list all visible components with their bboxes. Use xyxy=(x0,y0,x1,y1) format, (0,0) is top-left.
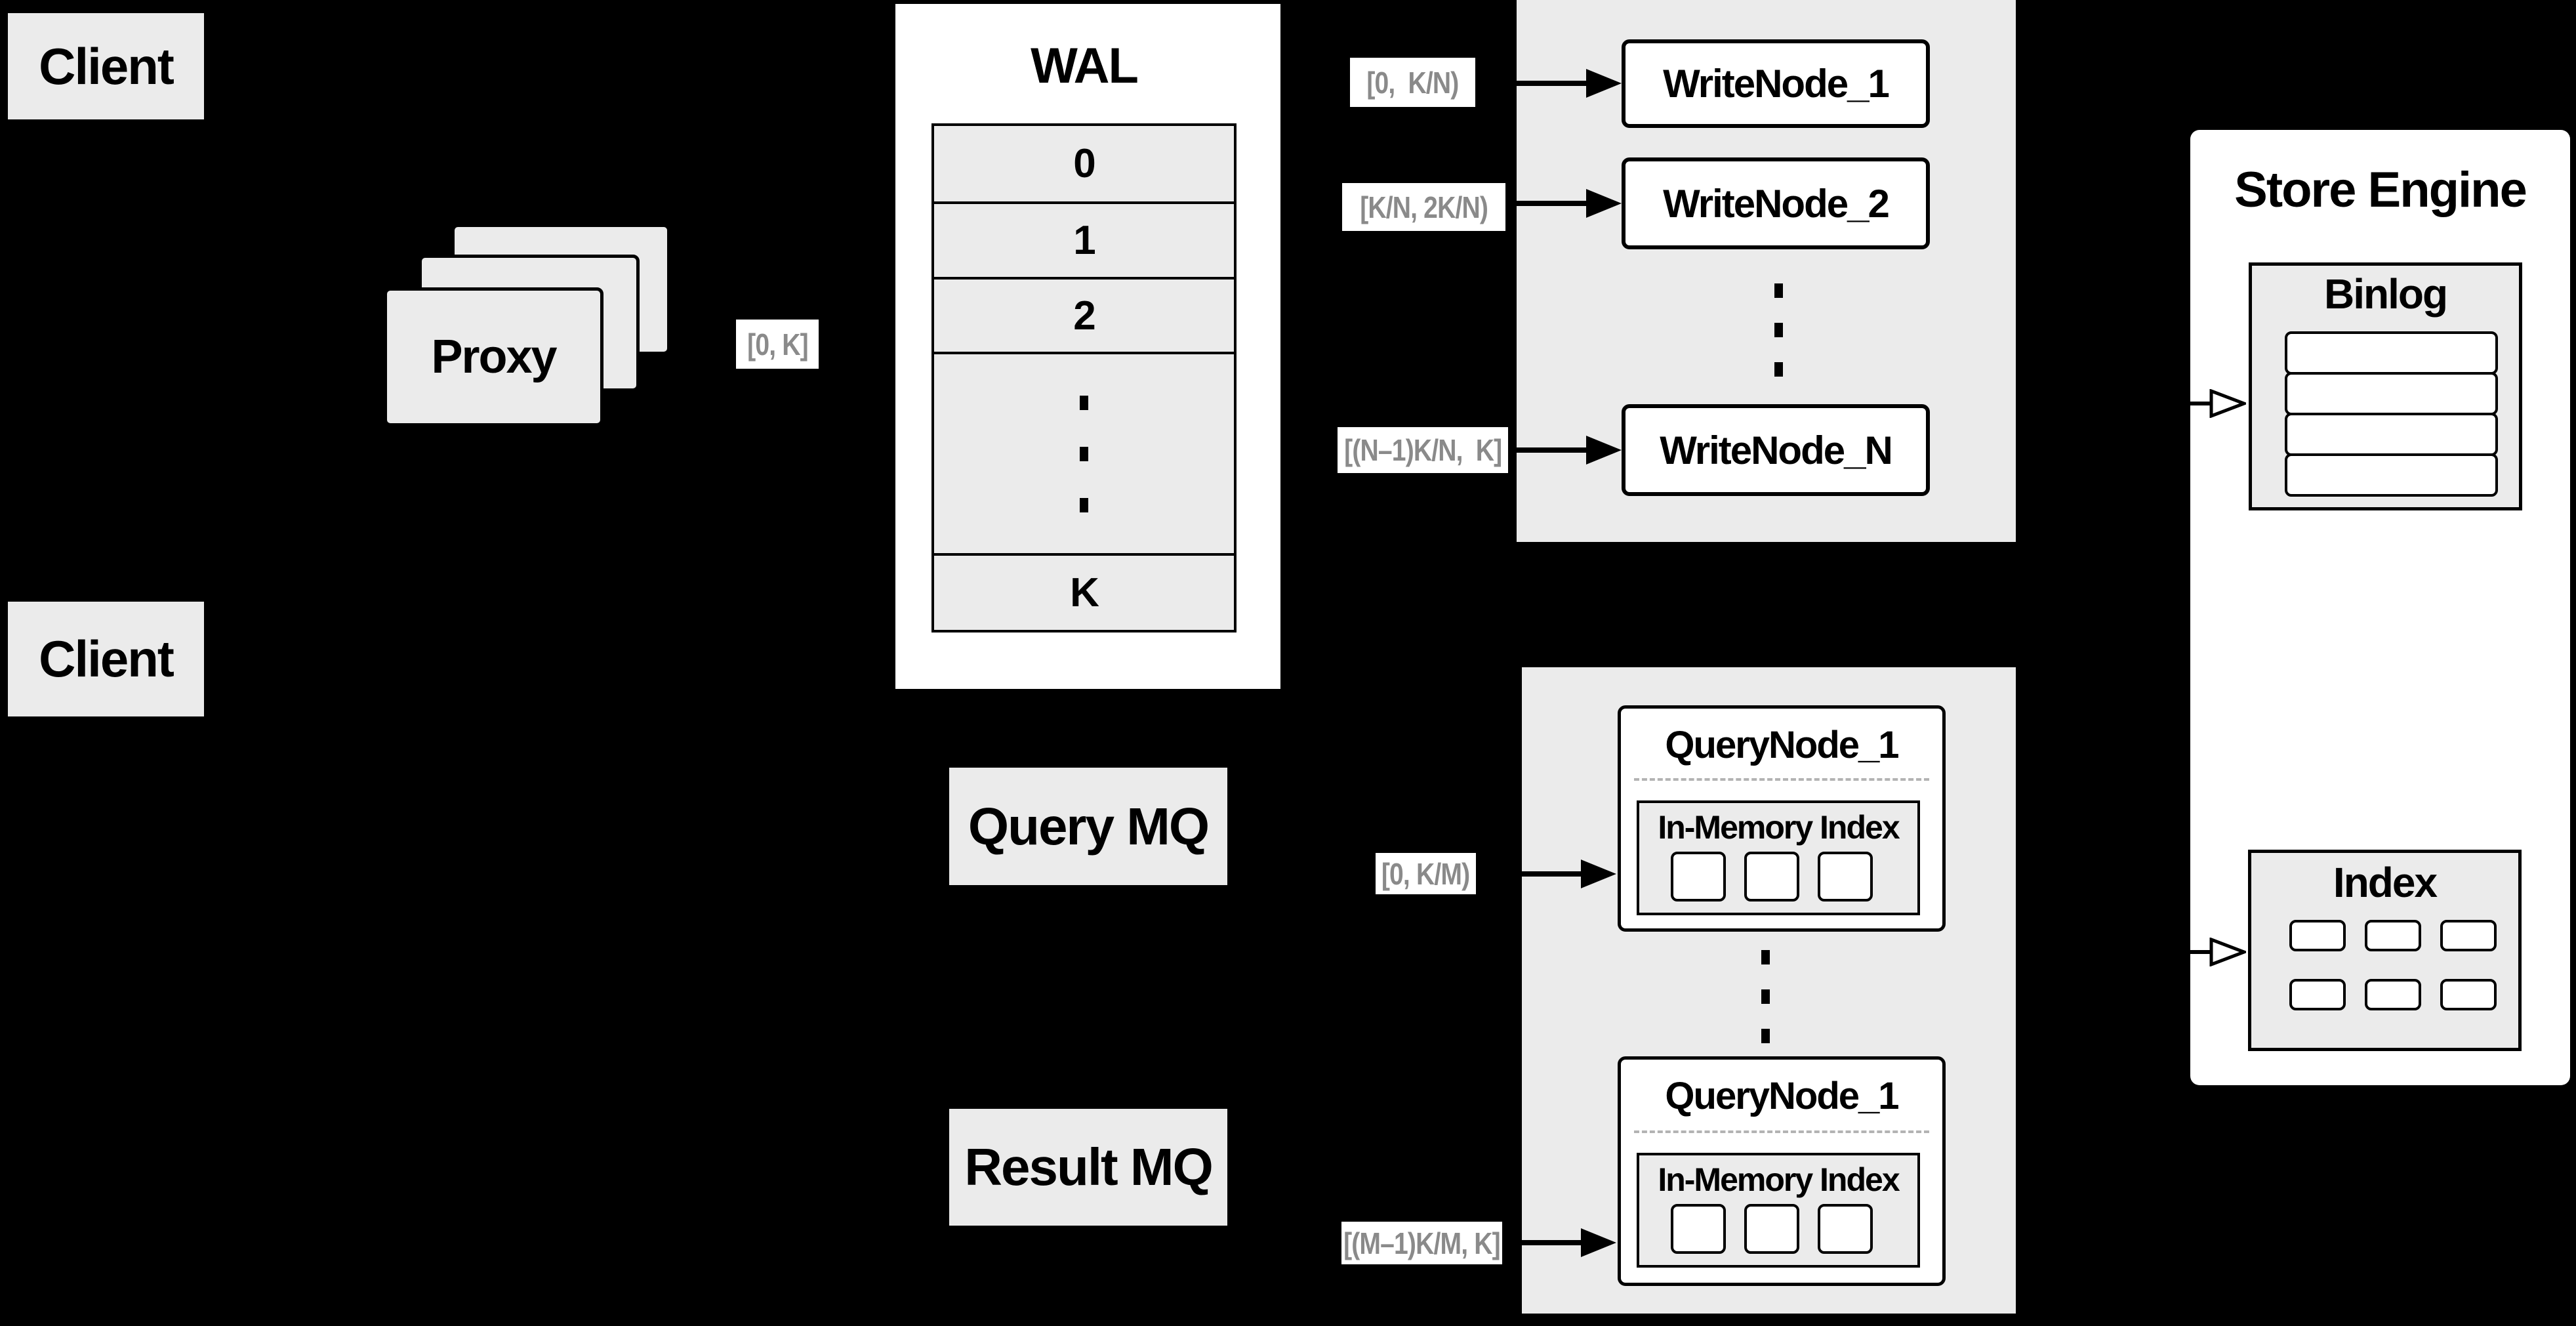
binlog-box: Binlog xyxy=(2249,262,2522,510)
memory-segment xyxy=(1818,1204,1873,1254)
query-mq-box: Query MQ xyxy=(947,765,1230,888)
index-box: Index xyxy=(2248,850,2522,1051)
index-title: Index xyxy=(2333,859,2438,906)
write-range-text-1: [0, K/N) xyxy=(1366,65,1459,100)
arrow-to-querynode-1-head xyxy=(1581,860,1616,888)
arrow-to-binlog-line xyxy=(2162,402,2213,405)
wal-title: WAL xyxy=(1031,37,1139,94)
wal-container: WAL 0 1 2 K xyxy=(895,4,1280,689)
writenode-2-box: WriteNode_2 xyxy=(1622,157,1930,249)
query-ellipsis-dot xyxy=(1761,1029,1770,1043)
client-bottom-label: Client xyxy=(39,630,174,688)
memory-segment xyxy=(1671,852,1726,901)
wal-ellipsis-dot xyxy=(1080,395,1088,410)
query-ellipsis-dot xyxy=(1761,989,1770,1004)
store-engine-box: Store Engine Binlog Index xyxy=(2190,130,2570,1085)
wal-ellipsis-dot xyxy=(1080,497,1088,512)
wal-cell-k: K xyxy=(934,556,1234,630)
arrow-to-binlog-head xyxy=(2209,389,2246,418)
arrow-to-index-head xyxy=(2209,938,2246,966)
arrow-to-writenode-2-head xyxy=(1586,189,1622,218)
memory-segment xyxy=(1744,1204,1799,1254)
wal-cell-0-text: 0 xyxy=(1073,140,1096,186)
write-ellipsis-dot xyxy=(1774,362,1783,377)
query-range-label-2: [(M–1)K/M, K] xyxy=(1341,1222,1502,1264)
arrow-to-querynode-2-line xyxy=(1502,1240,1582,1245)
query-range-text-2: [(M–1)K/M, K] xyxy=(1343,1226,1501,1260)
write-range-label-1: [0, K/N) xyxy=(1350,58,1475,107)
arrow-to-querynode-1-line xyxy=(1476,871,1582,877)
write-range-label-3: [(N–1)K/N, K] xyxy=(1338,427,1508,473)
querynode-top-divider xyxy=(1634,778,1929,781)
querynode-bottom-memory-title: In-Memory Index xyxy=(1658,1161,1900,1198)
client-box-bottom: Client xyxy=(5,599,207,719)
index-segment xyxy=(2440,920,2497,951)
index-segment xyxy=(2365,920,2421,951)
binlog-title: Binlog xyxy=(2323,270,2448,318)
proxy-range-label: [0, K] xyxy=(736,320,819,369)
memory-segment xyxy=(1671,1204,1726,1254)
querynode-top-title: QueryNode_1 xyxy=(1665,723,1899,766)
query-range-label-1: [0, K/M) xyxy=(1376,853,1476,894)
query-ellipsis-dot xyxy=(1761,950,1770,964)
arrow-to-writenode-1-head xyxy=(1586,69,1622,98)
querynode-top-memory-box: In-Memory Index xyxy=(1637,800,1920,915)
wal-cell-2-text: 2 xyxy=(1073,293,1096,339)
writenode-n-label: WriteNode_N xyxy=(1660,428,1893,472)
querynode-top-memory-title: In-Memory Index xyxy=(1658,809,1900,846)
index-segment xyxy=(2365,979,2421,1010)
write-ellipsis-dot xyxy=(1774,283,1783,298)
write-range-text-2: [K/N, 2K/N) xyxy=(1360,190,1488,224)
querynode-bottom-title: QueryNode_1 xyxy=(1665,1074,1899,1117)
write-ellipsis-dot xyxy=(1774,323,1783,337)
querynode-bottom-divider xyxy=(1634,1130,1929,1133)
querynode-bottom-memory-box: In-Memory Index xyxy=(1637,1153,1920,1268)
store-engine-title: Store Engine xyxy=(2234,161,2527,218)
wal-cell-0: 0 xyxy=(934,126,1234,204)
index-segment xyxy=(2289,920,2346,951)
binlog-row xyxy=(2285,331,2498,375)
result-mq-box: Result MQ xyxy=(947,1106,1230,1228)
proxy-range-text: [0, K] xyxy=(746,327,808,362)
index-segment xyxy=(2440,979,2497,1010)
wal-table: 0 1 2 K xyxy=(931,123,1237,632)
client-top-label: Client xyxy=(39,37,174,95)
wal-cell-2: 2 xyxy=(934,280,1234,355)
writenode-1-label: WriteNode_1 xyxy=(1663,62,1890,106)
query-mq-label: Query MQ xyxy=(968,797,1210,856)
index-segment xyxy=(2289,979,2346,1010)
arrow-to-writenode-n-head xyxy=(1586,436,1622,465)
writenode-n-box: WriteNode_N xyxy=(1622,404,1930,496)
arrow-to-index-line xyxy=(2162,950,2213,954)
wal-cell-1-text: 1 xyxy=(1073,217,1096,263)
arrow-to-writenode-1-line xyxy=(1475,81,1587,86)
arrow-proxy-to-wal-head xyxy=(859,329,895,358)
binlog-row xyxy=(2285,372,2498,415)
query-range-text-1: [0, K/M) xyxy=(1381,856,1470,891)
writenode-2-label: WriteNode_2 xyxy=(1663,181,1890,226)
querynode-bottom-box: QueryNode_1 In-Memory Index xyxy=(1618,1056,1946,1286)
wal-ellipsis-dot xyxy=(1080,446,1088,461)
arrow-to-writenode-2-line xyxy=(1505,201,1587,206)
binlog-row xyxy=(2285,453,2498,497)
querynode-top-box: QueryNode_1 In-Memory Index xyxy=(1618,705,1946,932)
arrow-proxy-to-wal-line xyxy=(819,341,861,346)
wal-cell-1: 1 xyxy=(934,204,1234,280)
proxy-box-front: Proxy xyxy=(384,287,603,426)
proxy-label: Proxy xyxy=(431,331,557,383)
writenode-1-box: WriteNode_1 xyxy=(1622,39,1930,128)
memory-segment xyxy=(1744,852,1799,901)
memory-segment xyxy=(1818,852,1873,901)
write-range-text-3: [(N–1)K/N, K] xyxy=(1343,433,1502,467)
binlog-row xyxy=(2285,413,2498,456)
wal-cell-k-text: K xyxy=(1070,570,1099,616)
arrow-to-writenode-n-line xyxy=(1508,447,1587,453)
client-box-top: Client xyxy=(5,10,207,122)
write-range-label-2: [K/N, 2K/N) xyxy=(1342,183,1505,231)
wal-ellipsis-cell xyxy=(934,354,1234,556)
result-mq-label: Result MQ xyxy=(964,1138,1214,1196)
arrow-to-querynode-2-head xyxy=(1581,1228,1616,1257)
